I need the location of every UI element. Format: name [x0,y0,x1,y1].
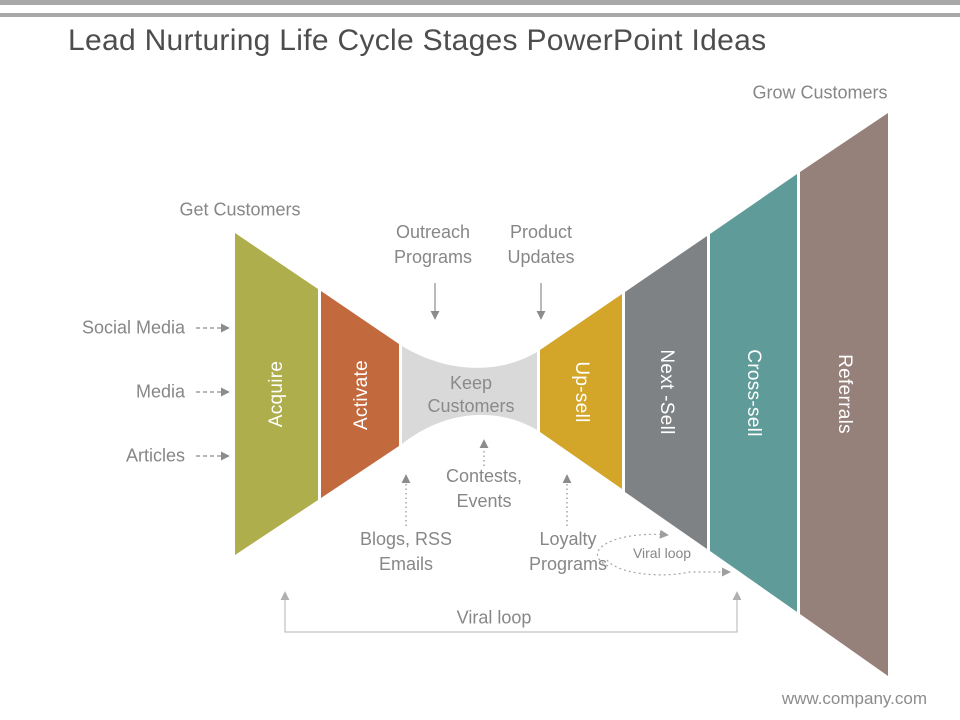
segment-referrals-shape [800,113,888,676]
segment-cross-sell-shape [710,174,797,612]
segment-label-referrals: Referrals [834,354,855,434]
top-bar [0,0,960,5]
annotation-contests-events: Contests, Events [445,466,523,511]
segment-activate-shape [321,291,399,498]
grow-customers-label: Grow Customers [752,82,888,103]
segment-acquire-shape [235,233,318,555]
get-customers-label: Get Customers [179,199,301,220]
segment-keep-customers-shape [402,346,537,444]
input-label-media: Media [135,381,185,402]
viral-loop-arc-top [596,529,669,567]
input-label-social-media: Social Media [81,317,185,338]
segment-up-sell-shape [540,294,622,489]
viral-loop-small-label: Viral loop [632,545,692,561]
segment-label-acquire: Acquire [266,360,287,428]
segment-next-sell-shape [625,236,707,549]
annotation-product-updates: Product Updates [507,222,575,267]
annotation-blogs-rss-emails: Blogs, RSS Emails [359,529,453,574]
segment-label-cross-sell: Cross-sell [743,349,764,437]
segment-label-up-sell: Up-sell [571,361,592,423]
top-bar-thin [0,13,960,17]
viral-loop-arc-bottom [606,559,731,577]
viral-loop-bracket [284,594,738,633]
footer-url: www.company.com [781,689,927,708]
segment-label-activate: Activate [351,360,372,430]
annotation-outreach-programs: Outreach Programs [393,222,473,267]
viral-loop-large-label: Viral loop [456,607,532,628]
annotation-loyalty-programs: Loyalty Programs [528,529,608,574]
page-title: Lead Nurturing Life Cycle Stages PowerPo… [68,24,767,57]
input-label-articles: Articles [125,445,185,466]
segment-label-next-sell: Next -Sell [656,349,677,435]
segment-label-keep-customers: Keep Customers [427,373,515,416]
